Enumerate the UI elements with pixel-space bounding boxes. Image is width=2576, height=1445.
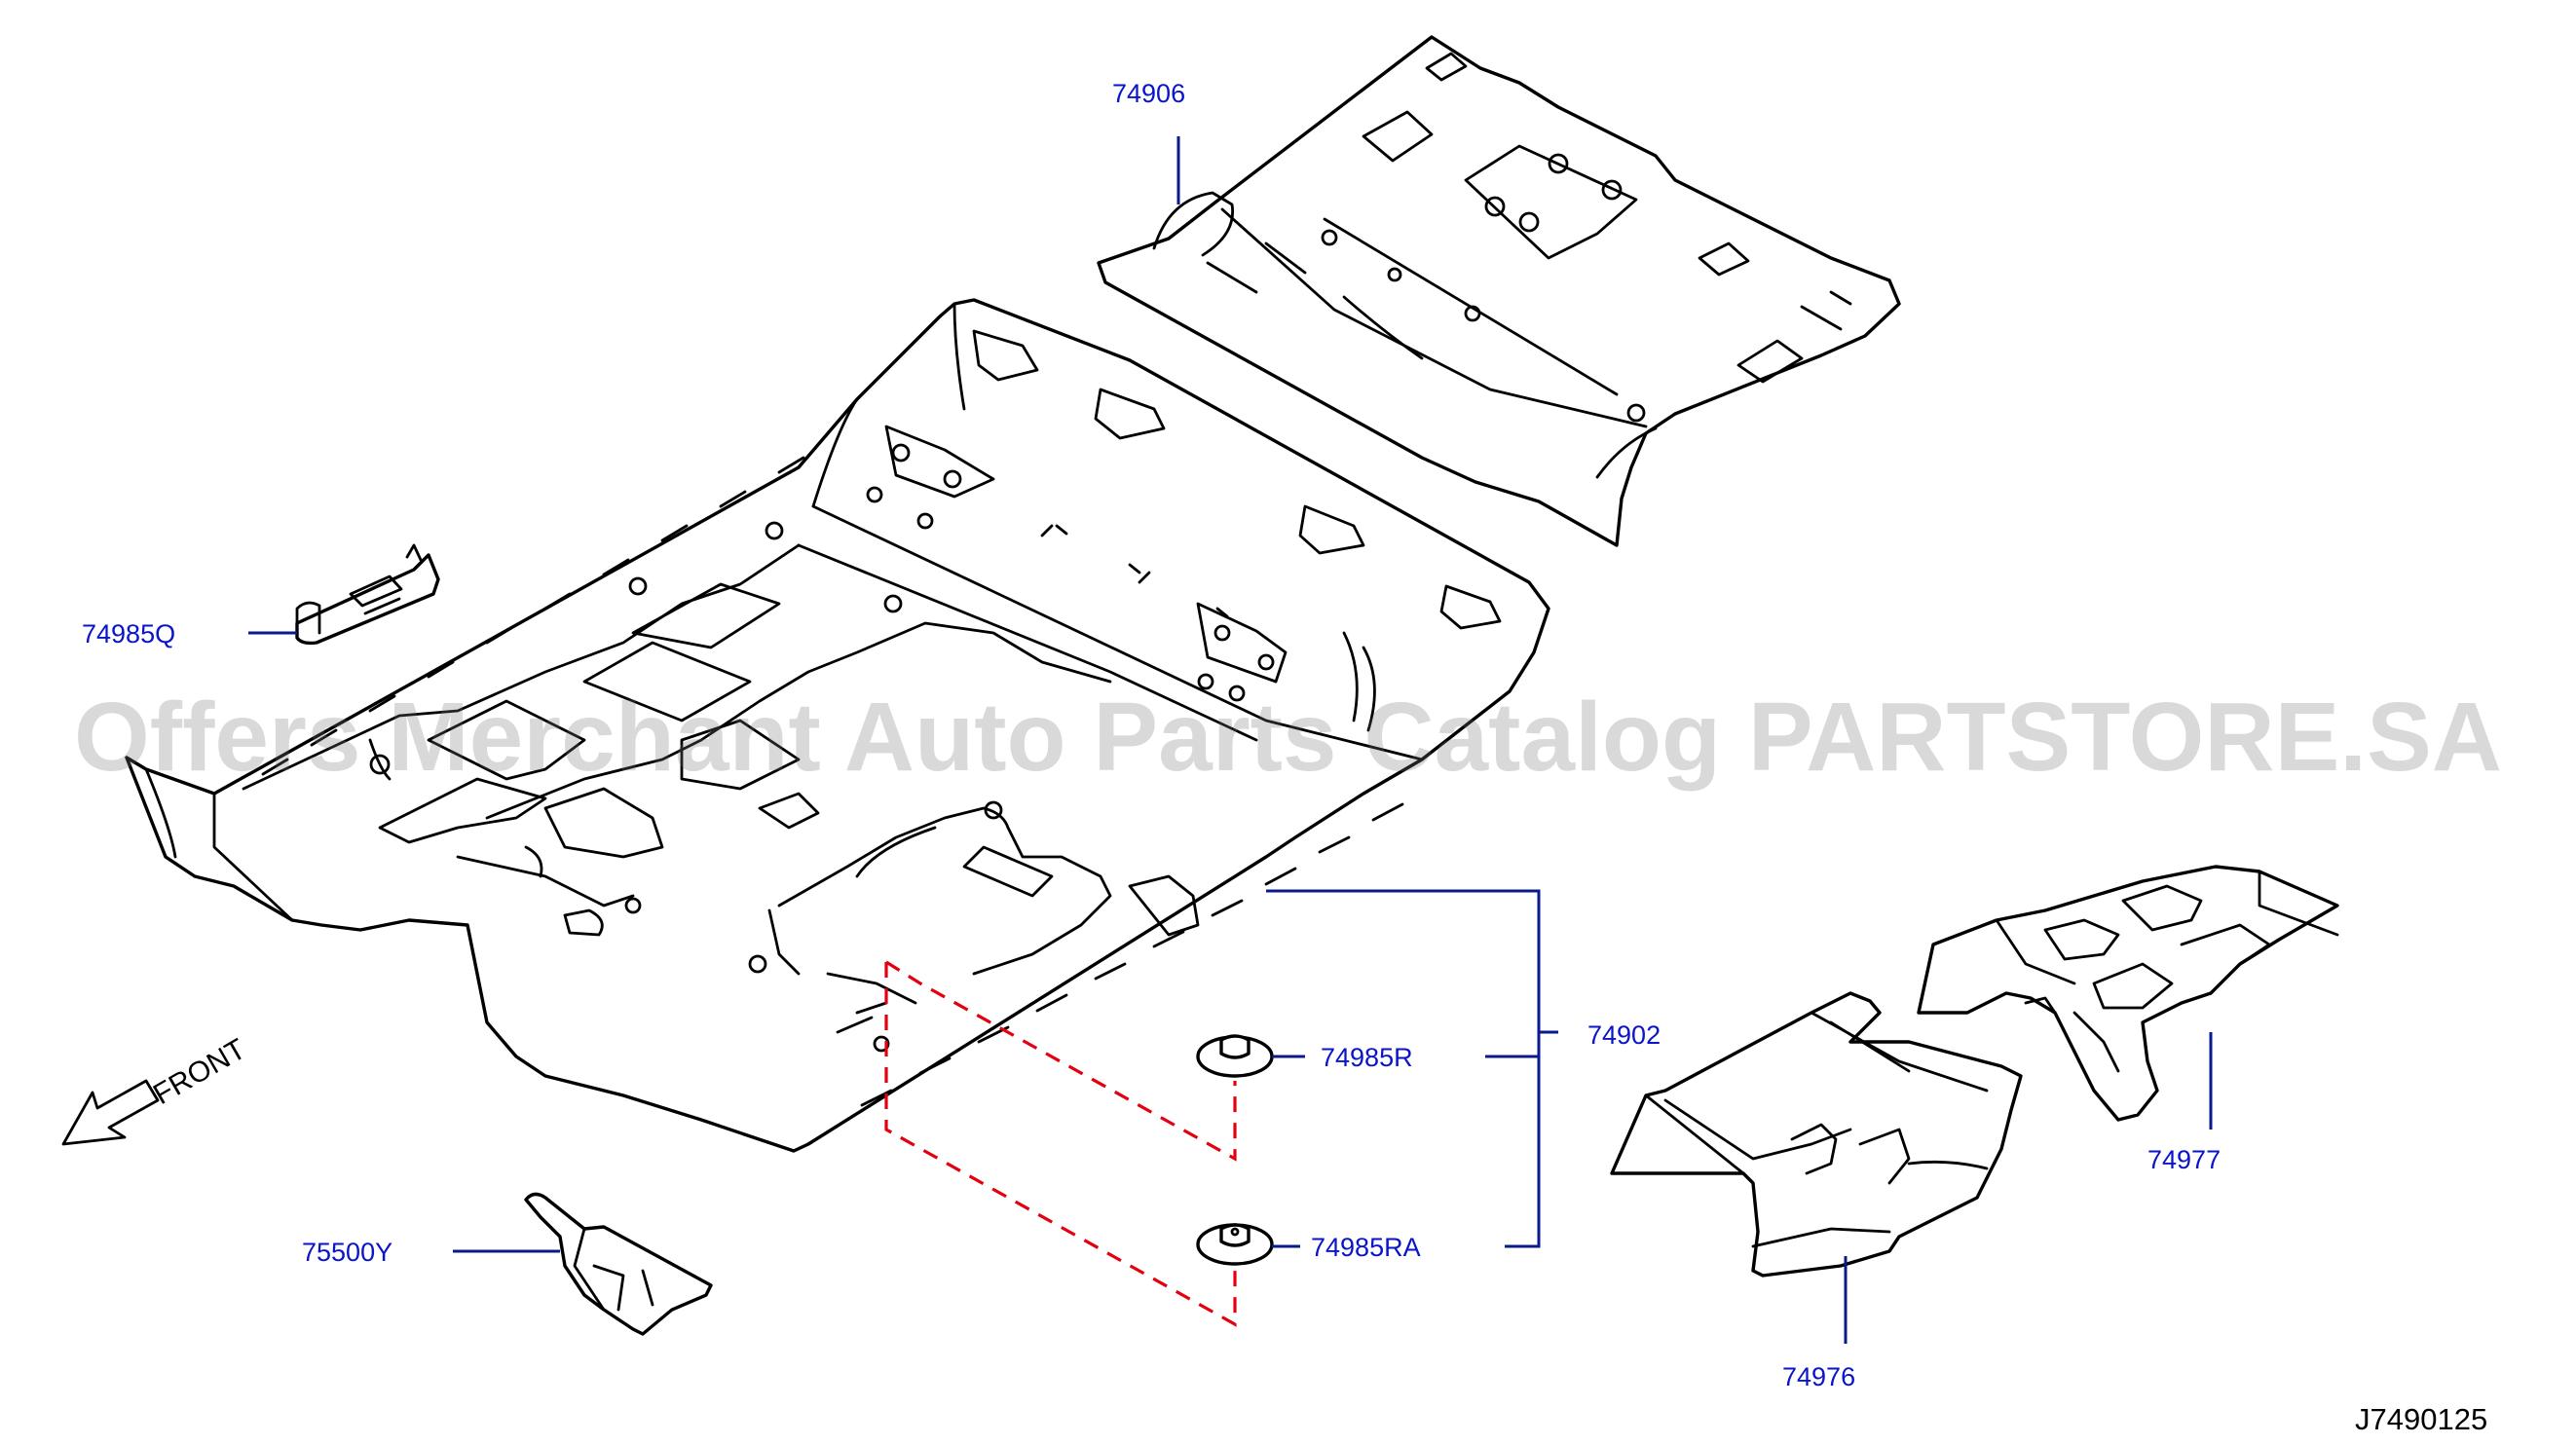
part-74977-insulator[interactable]: [1917, 865, 2339, 1122]
callout-74976[interactable]: 74976: [1782, 1362, 1855, 1391]
callout-74902[interactable]: 74902: [1587, 1020, 1661, 1050]
callout-74985q[interactable]: 74985Q: [82, 619, 175, 648]
diagram-reference-code: J7490125: [2355, 1402, 2487, 1436]
part-74985q-clip[interactable]: [295, 543, 440, 646]
callout-74906[interactable]: 74906: [1112, 79, 1185, 108]
part-74906-rear-carpet[interactable]: [1097, 35, 1901, 547]
part-74976-insulator[interactable]: [1610, 991, 2023, 1278]
part-74985ra-grommet[interactable]: [1196, 1223, 1274, 1266]
callout-74985r[interactable]: 74985R: [1321, 1043, 1413, 1072]
callout-74985ra[interactable]: 74985RA: [1311, 1233, 1421, 1262]
bracket-74902: [1266, 889, 1541, 1248]
part-75500y-bracket[interactable]: [524, 1192, 713, 1336]
location-guide-74985ra: [884, 962, 1237, 1327]
front-arrow-icon: [61, 1079, 160, 1146]
part-74902-floor-carpet[interactable]: [125, 298, 1550, 1153]
part-74985r-grommet[interactable]: [1196, 1034, 1274, 1078]
callout-74977[interactable]: 74977: [2147, 1145, 2221, 1174]
callout-75500y[interactable]: 75500Y: [302, 1238, 392, 1267]
front-label: FRONT: [148, 1033, 251, 1111]
location-guide-74985r: [885, 960, 1237, 1162]
